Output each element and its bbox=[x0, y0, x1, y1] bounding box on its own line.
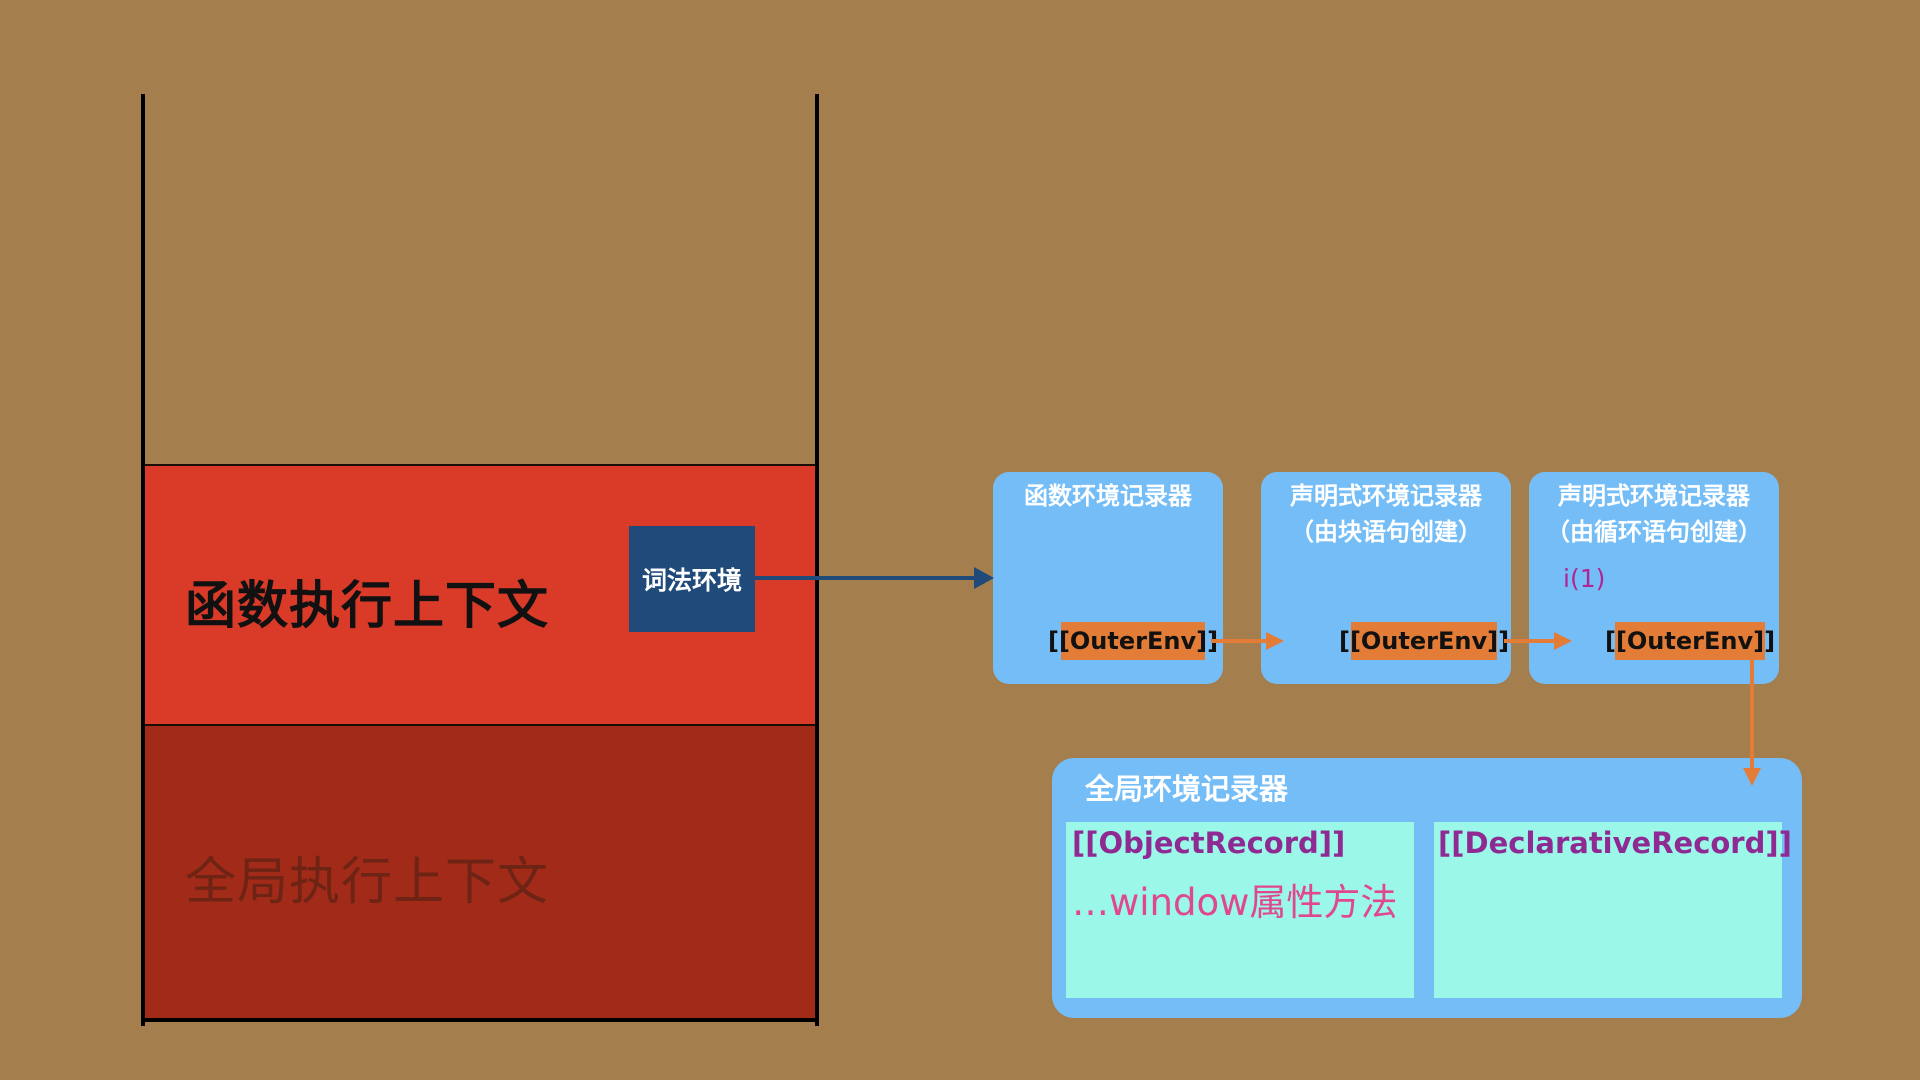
global-execution-context: 全局执行上下文 bbox=[145, 726, 815, 1018]
stack-bottom bbox=[141, 1018, 819, 1022]
stack-right-wall bbox=[815, 94, 819, 1026]
block-declarative-env-record-subtitle: （由块语句创建） bbox=[1290, 518, 1482, 546]
function-execution-context-label: 函数执行上下文 bbox=[185, 577, 550, 636]
object-record-content: …window属性方法 bbox=[1072, 881, 1398, 924]
block-declarative-env-record-title: 声明式环境记录器 bbox=[1290, 482, 1482, 510]
block-declarative-env-record: 声明式环境记录器 （由块语句创建） [[OuterEnv]] bbox=[1261, 472, 1511, 684]
outer-env-ref-3: [[OuterEnv]] bbox=[1605, 622, 1775, 660]
declarative-record-panel: [[DeclarativeRecord]] bbox=[1434, 822, 1792, 998]
declarative-record-title: [[DeclarativeRecord]] bbox=[1438, 826, 1792, 860]
lexical-environment-box: 词法环境 bbox=[629, 526, 755, 632]
lexical-env-arrow-head bbox=[974, 567, 994, 589]
global-env-record-title: 全局环境记录器 bbox=[1085, 772, 1289, 806]
global-execution-context-label: 全局执行上下文 bbox=[185, 853, 550, 912]
outer-env-ref-1: [[OuterEnv]] bbox=[1048, 622, 1218, 660]
loop-declarative-env-record: 声明式环境记录器 （由循环语句创建） i(1) [[OuterEnv]] bbox=[1529, 472, 1779, 684]
function-env-record: 函数环境记录器 [[OuterEnv]] bbox=[993, 472, 1223, 684]
global-env-record: 全局环境记录器 [[ObjectRecord]] …window属性方法 [[D… bbox=[1052, 758, 1802, 1018]
loop-declarative-env-record-title: 声明式环境记录器 bbox=[1558, 482, 1750, 510]
function-execution-context: 函数执行上下文 词法环境 bbox=[145, 464, 815, 726]
outer-env-ref-2: [[OuterEnv]] bbox=[1339, 622, 1509, 660]
loop-variable-label: i(1) bbox=[1563, 564, 1606, 593]
object-record-panel: [[ObjectRecord]] …window属性方法 bbox=[1066, 822, 1414, 998]
stack-left-wall bbox=[141, 94, 145, 1026]
function-env-record-title: 函数环境记录器 bbox=[1024, 482, 1192, 510]
object-record-title: [[ObjectRecord]] bbox=[1072, 826, 1346, 860]
loop-declarative-env-record-subtitle: （由循环语句创建） bbox=[1546, 518, 1762, 546]
